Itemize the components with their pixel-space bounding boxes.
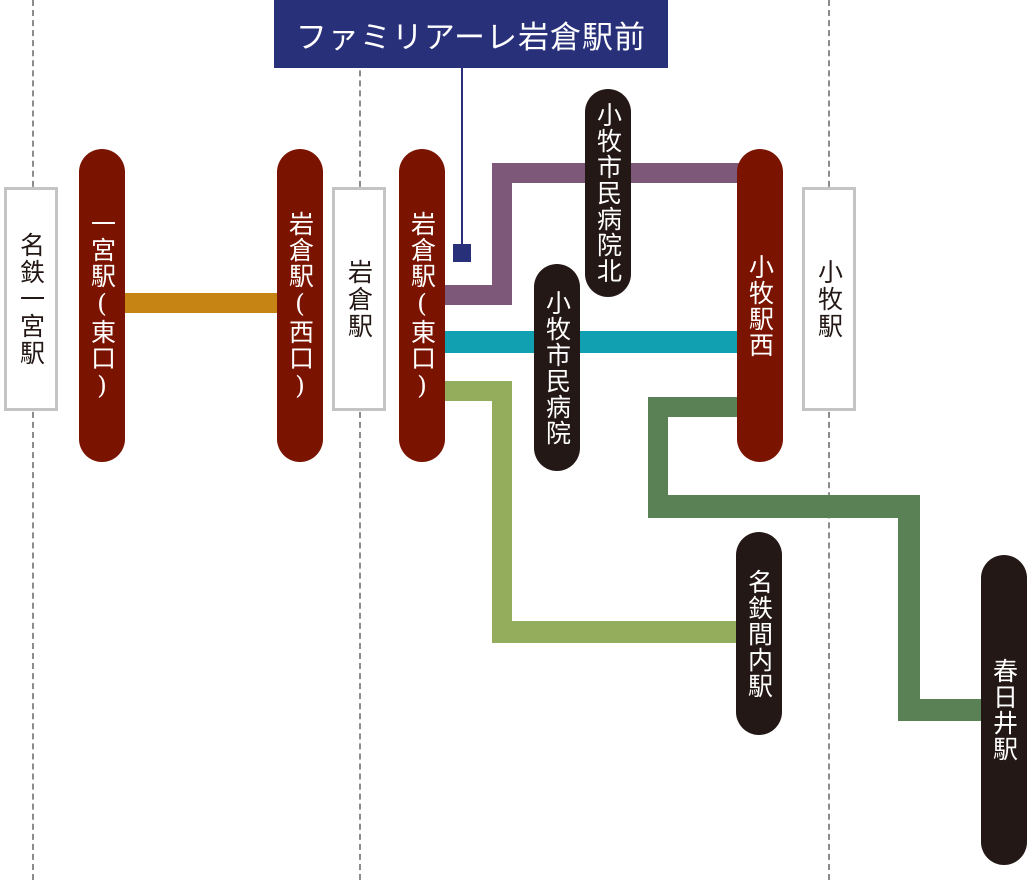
property-banner: ファミリアーレ岩倉駅前 xyxy=(274,0,668,68)
route-orange xyxy=(120,293,280,313)
bus-stop-label: 岩倉駅(西口) xyxy=(285,210,315,401)
route-teal xyxy=(440,331,740,353)
bus-stop-iwakura-west: 岩倉駅(西口) xyxy=(277,149,323,462)
rail-station-label: 名鉄一宮駅 xyxy=(16,231,46,367)
rail-guide-line-komaki xyxy=(828,0,830,880)
route-dark-green-segment xyxy=(898,699,984,721)
bus-stop-label: 一宮駅(東口) xyxy=(87,210,117,401)
route-dark-green-segment xyxy=(898,495,920,721)
route-light-green-segment xyxy=(492,621,742,643)
route-purple-segment xyxy=(492,163,512,305)
rail-guide-line-ichinomiya xyxy=(32,0,34,880)
location-marker xyxy=(453,244,471,262)
bus-stop-label: 小牧市民病院 xyxy=(542,289,572,446)
rail-station-iwakura: 岩倉駅 xyxy=(332,187,386,411)
rail-station-komaki: 小牧駅 xyxy=(802,187,856,411)
rail-station-label: 小牧駅 xyxy=(814,258,844,340)
bus-stop-label: 小牧市民病院北 xyxy=(593,102,623,284)
route-dark-green-segment xyxy=(648,397,740,417)
bus-stop-iwakura-east: 岩倉駅(東口) xyxy=(399,149,445,462)
route-dark-green-segment xyxy=(648,495,920,518)
rail-guide-line-iwakura xyxy=(359,0,361,880)
route-dark-green-segment xyxy=(648,397,668,518)
route-light-green-segment xyxy=(492,381,512,643)
bus-stop-label: 岩倉駅(東口) xyxy=(407,210,437,401)
bus-stop-komaki-hospital: 小牧市民病院 xyxy=(534,264,580,471)
bus-stop-komaki-west: 小牧駅西 xyxy=(737,149,783,462)
bus-stop-komaki-hospital-north: 小牧市民病院北 xyxy=(585,89,631,297)
banner-pointer-line xyxy=(461,68,463,246)
rail-station-label: 岩倉駅 xyxy=(344,258,374,340)
property-name: ファミリアーレ岩倉駅前 xyxy=(295,19,647,56)
bus-stop-label: 小牧駅西 xyxy=(745,253,775,358)
bus-stop-ichinomiya-east: 一宮駅(東口) xyxy=(79,149,125,462)
bus-stop-label: 春日井駅 xyxy=(989,658,1019,762)
bus-stop-meitetsu-mauchi: 名鉄間内駅 xyxy=(736,532,782,735)
bus-stop-kasugai: 春日井駅 xyxy=(981,555,1027,865)
rail-station-meitetsu-ichinomiya: 名鉄一宮駅 xyxy=(4,187,58,411)
bus-stop-label: 名鉄間内駅 xyxy=(744,568,774,699)
